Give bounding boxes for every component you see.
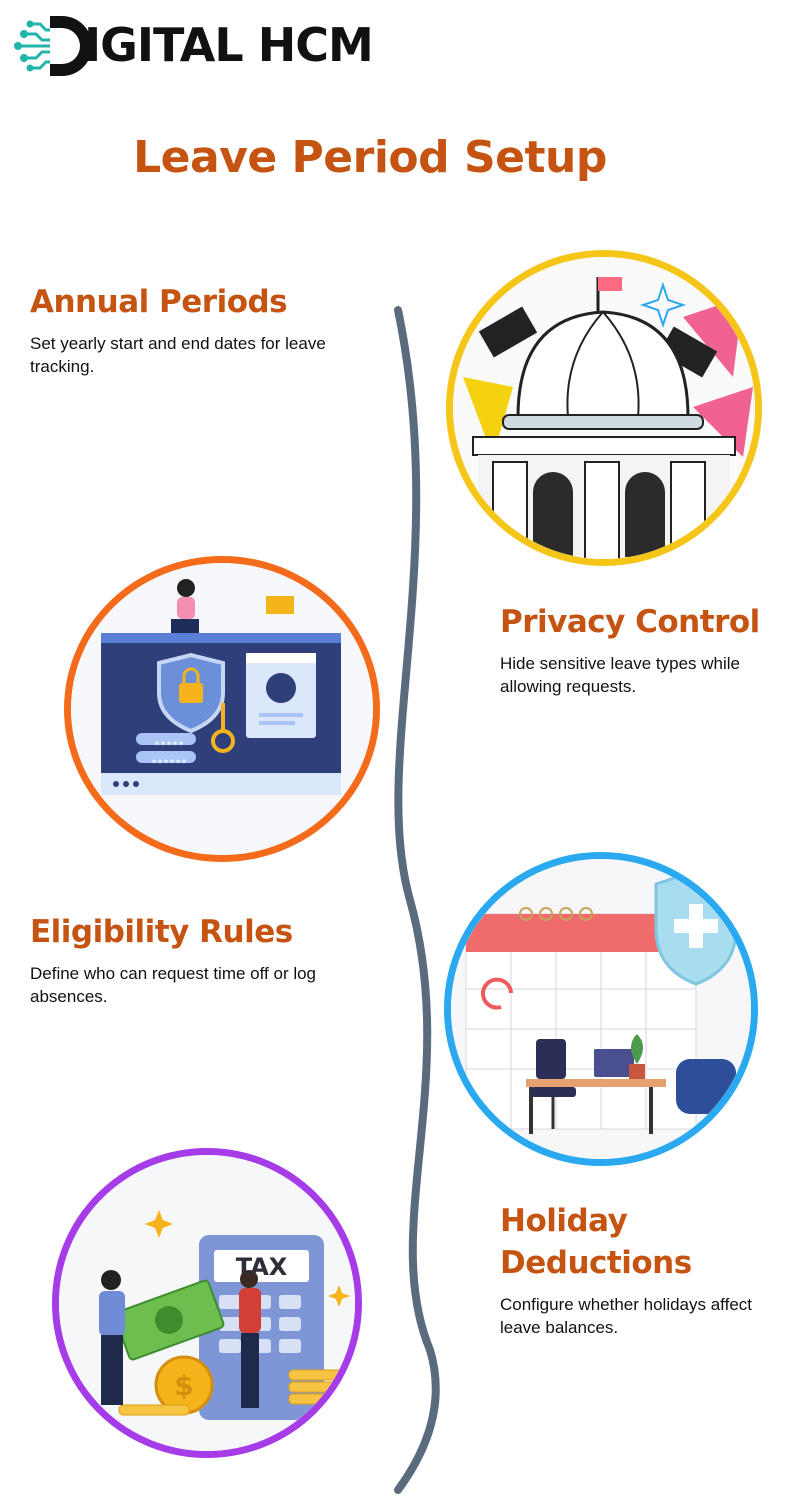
- calendar-office-icon: [451, 859, 751, 1159]
- svg-text:$: $: [174, 1369, 193, 1402]
- section-desc-holiday-deductions: Configure whether holidays affect leave …: [500, 1295, 753, 1337]
- page-title: Leave Period Setup: [133, 132, 607, 183]
- tax-label: TAX: [235, 1253, 288, 1281]
- password-mask-1: *****: [153, 740, 185, 751]
- brand-name: IGITAL HCM: [84, 18, 374, 72]
- eligibility-rules-illustration: [444, 852, 758, 1166]
- privacy-control-illustration: ***** ******: [64, 556, 380, 862]
- section-desc-eligibility-rules: Define who can request time off or log a…: [30, 964, 317, 1006]
- section-desc-annual-periods: Set yearly start and end dates for leave…: [30, 334, 326, 376]
- tax-payment-icon: $: [59, 1155, 355, 1451]
- password-mask-2: ******: [150, 758, 188, 769]
- holiday-deductions-illustration: $ TAX: [52, 1148, 362, 1458]
- section-title-holiday-deductions: Holiday Deductions: [500, 1203, 692, 1281]
- annual-periods-illustration: [446, 250, 762, 566]
- government-building-icon: [453, 257, 755, 559]
- section-desc-privacy-control: Hide sensitive leave types while allowin…: [500, 654, 741, 696]
- security-screen-icon: [71, 563, 373, 855]
- circuit-d-icon: [14, 16, 92, 76]
- section-title-privacy-control: Privacy Control: [500, 604, 760, 640]
- brand-logo: IGITAL HCM: [12, 10, 412, 82]
- section-title-annual-periods: Annual Periods: [30, 284, 288, 320]
- section-title-eligibility-rules: Eligibility Rules: [30, 914, 293, 950]
